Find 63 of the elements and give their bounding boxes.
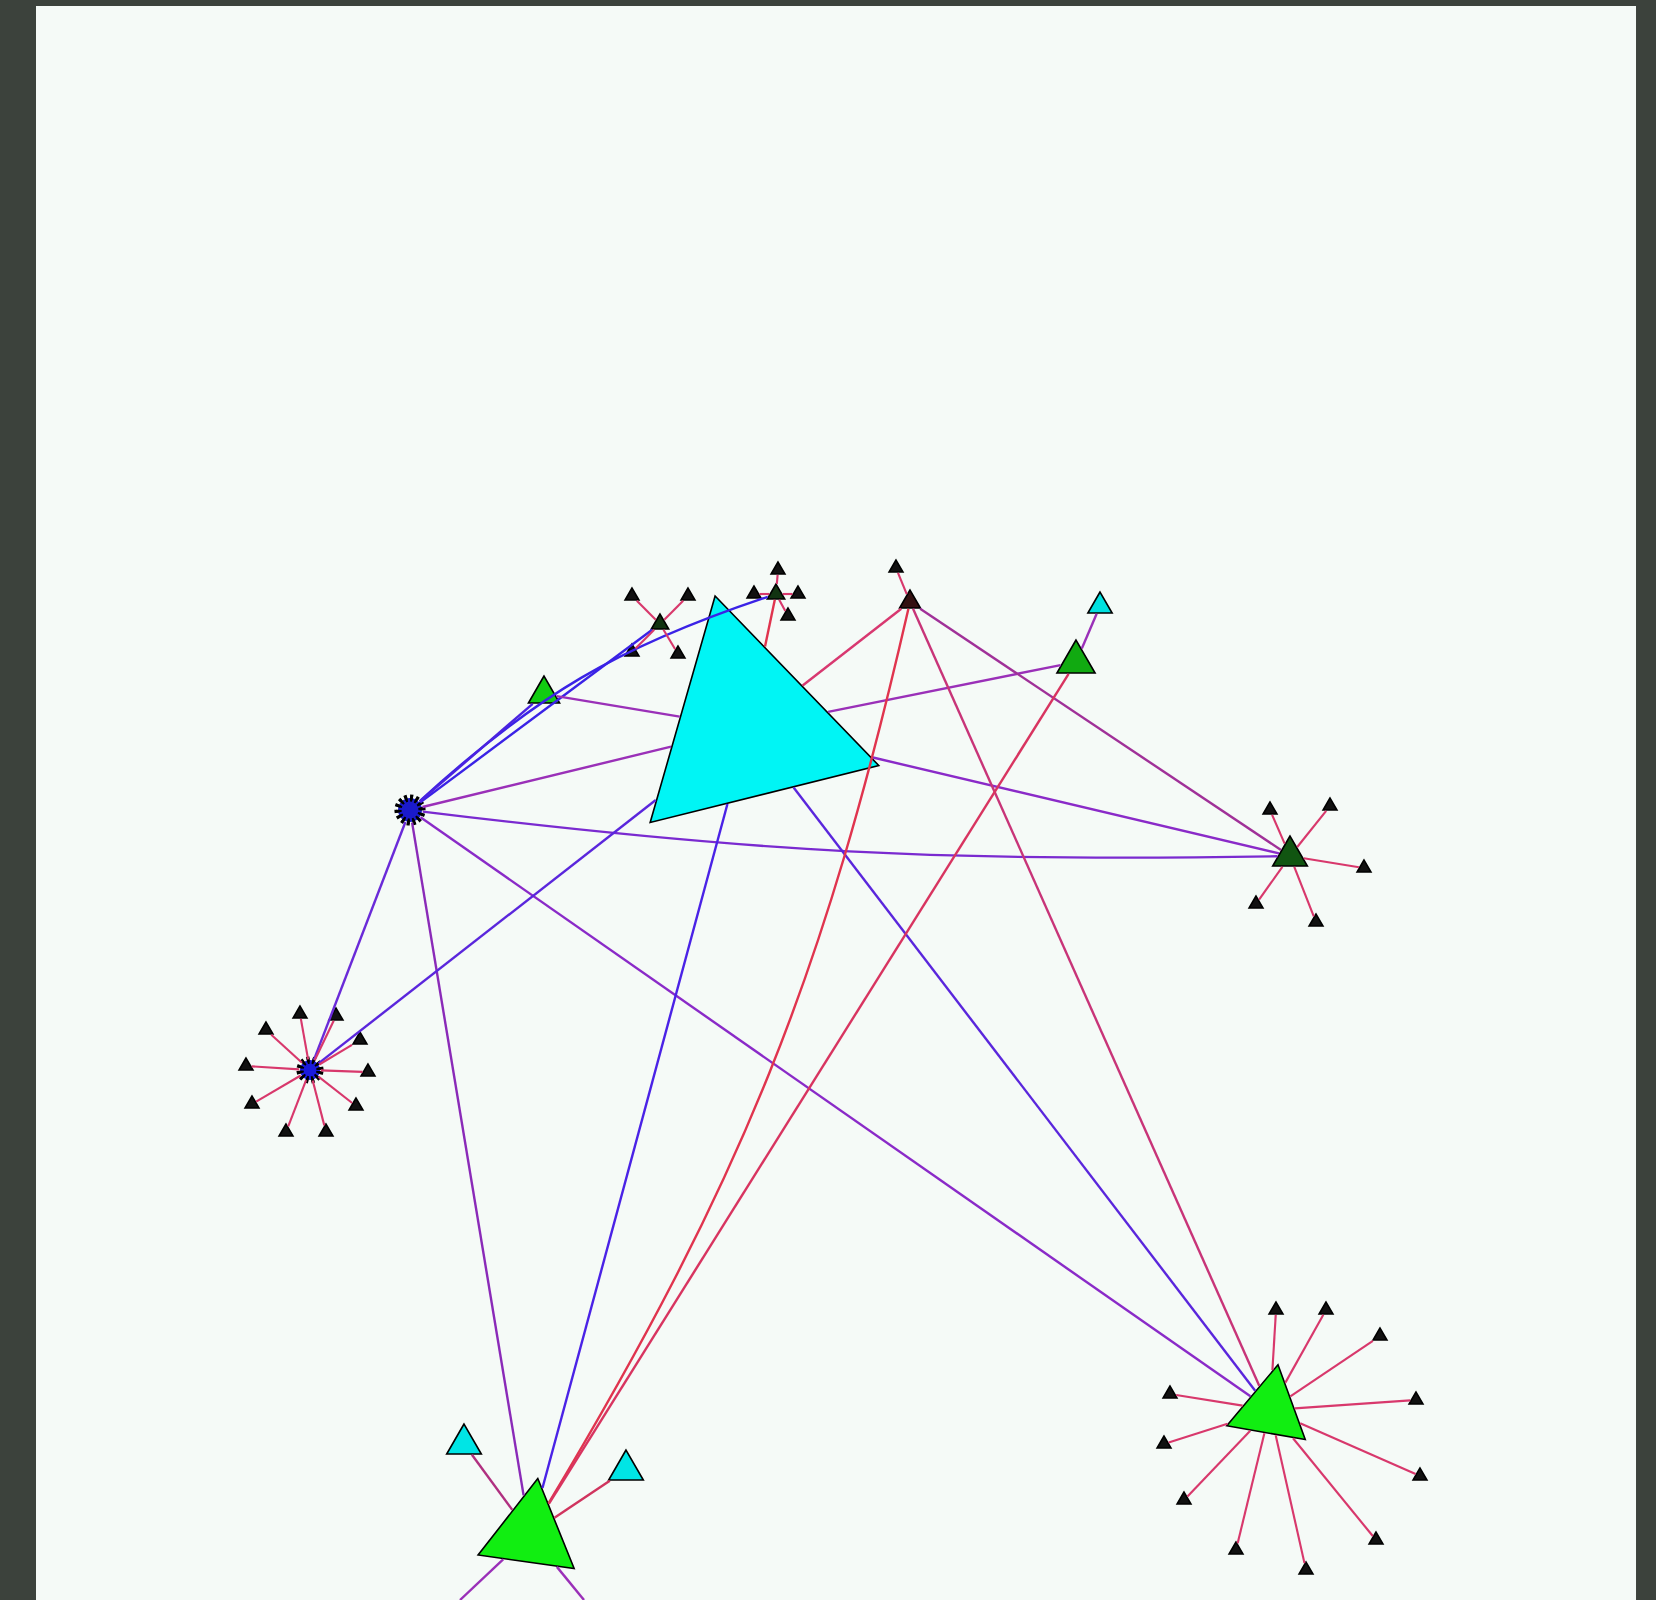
edge-line	[317, 1075, 353, 1104]
edge-line	[662, 629, 677, 650]
edge-line	[459, 1558, 504, 1600]
edge-line	[663, 600, 684, 621]
edge-line	[1271, 814, 1286, 845]
edge-line	[871, 756, 1280, 855]
edge-line	[759, 592, 770, 596]
edge-line	[419, 628, 653, 804]
edge-line	[636, 600, 657, 621]
edge-line	[1303, 857, 1360, 869]
edge-line	[1274, 1434, 1306, 1564]
edge-line	[251, 1065, 300, 1071]
edge-line	[410, 822, 525, 1496]
edge-line	[1293, 866, 1315, 917]
edge-line	[317, 799, 657, 1065]
edge-line	[782, 592, 793, 596]
edge-line	[320, 1069, 363, 1073]
edge-line	[1294, 1399, 1411, 1410]
edge-line	[270, 1034, 303, 1064]
edge-line	[1258, 866, 1284, 901]
edge-line	[911, 608, 1261, 1387]
edge-line	[1168, 1422, 1228, 1444]
edge-line	[313, 1020, 335, 1061]
edge-line	[556, 694, 680, 718]
edge-line	[555, 1566, 585, 1600]
edge-line	[1289, 1339, 1374, 1398]
edge-line	[775, 574, 779, 584]
edge-line	[1080, 613, 1098, 649]
edge-line	[1236, 1432, 1266, 1544]
edge-line	[827, 663, 1061, 714]
edge-line	[255, 1074, 302, 1103]
edge-line	[418, 702, 534, 803]
edge-line	[1284, 1314, 1325, 1384]
edge-line	[1271, 1314, 1277, 1371]
edge-line	[919, 607, 1282, 851]
edge-line	[1175, 1393, 1243, 1407]
edge-line	[897, 572, 908, 595]
edge-line	[318, 1043, 353, 1066]
triangle-node	[1225, 1363, 1307, 1441]
edge-line	[312, 821, 407, 1061]
edge-line	[422, 810, 1278, 859]
edge-line	[418, 595, 769, 803]
edge-line	[311, 1080, 326, 1126]
edge-line	[778, 599, 787, 612]
edge-line	[1299, 1422, 1417, 1476]
edge-line	[763, 599, 776, 647]
edge-line	[299, 1018, 310, 1060]
edge-line	[1296, 810, 1327, 848]
edge-line	[634, 629, 655, 650]
edge-line	[287, 1079, 308, 1127]
edge-line	[470, 1454, 514, 1511]
edge-line	[419, 816, 1252, 1398]
edge-line	[541, 803, 729, 1489]
edge-line	[422, 745, 672, 809]
edge-line	[801, 607, 902, 687]
hub-node	[394, 794, 426, 826]
hub-node	[296, 1056, 324, 1084]
edge-line	[547, 608, 910, 1504]
edge-line	[1186, 1429, 1252, 1498]
edge-line	[792, 786, 1257, 1392]
edge-line	[1292, 1437, 1374, 1537]
edge-line	[547, 673, 1070, 1505]
edge-line	[553, 1479, 611, 1519]
